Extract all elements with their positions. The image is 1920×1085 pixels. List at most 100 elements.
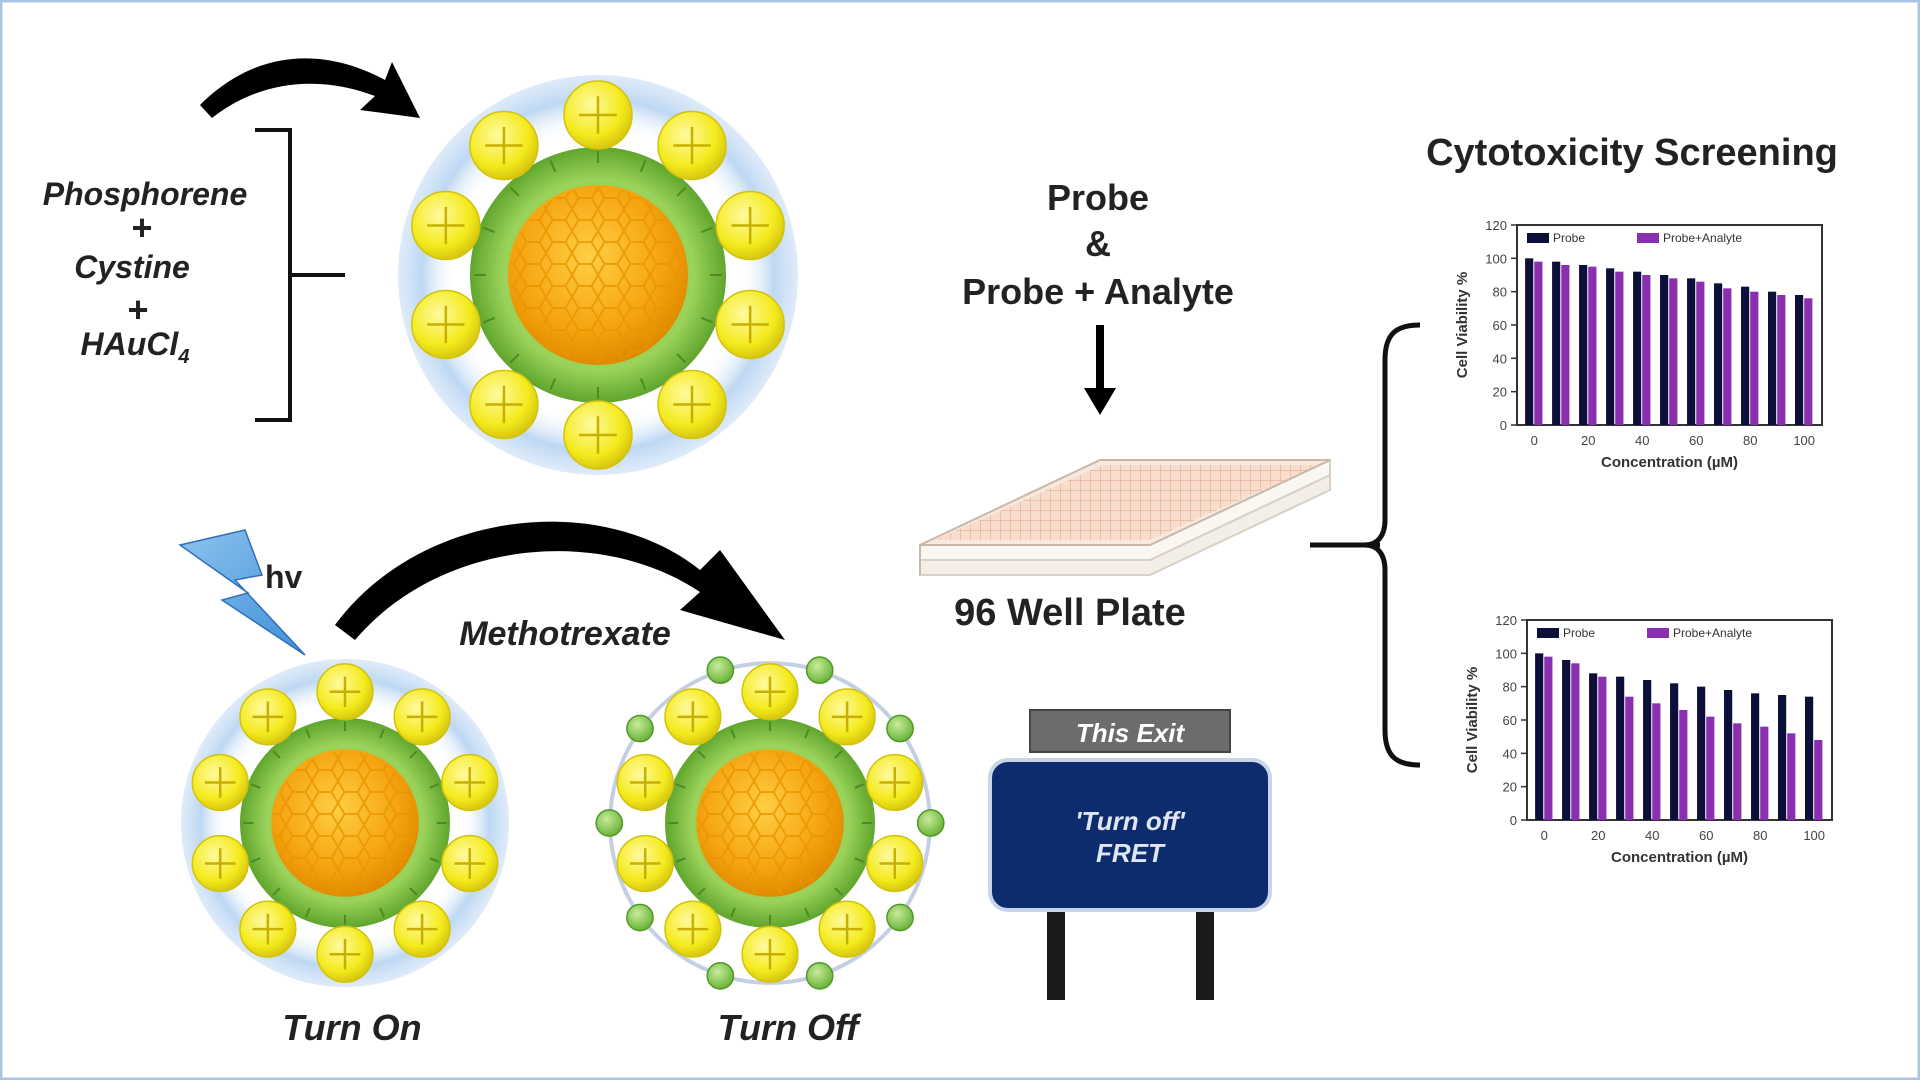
shell-tick xyxy=(804,728,810,739)
analyte-dot xyxy=(706,656,735,685)
shell-tick xyxy=(675,857,686,863)
bar-probe-analyte xyxy=(1598,676,1607,820)
plus-icon xyxy=(406,701,438,733)
shell-tick xyxy=(305,728,311,739)
x-axis-label: Concentration (µM) xyxy=(1601,454,1738,471)
bar-probe xyxy=(1741,286,1750,425)
bar-probe-analyte xyxy=(1760,726,1769,820)
bar-probe-analyte xyxy=(1679,710,1688,820)
bar-probe-analyte xyxy=(1696,281,1705,425)
core-hex-texture xyxy=(510,187,686,363)
plus-icon xyxy=(485,126,523,165)
analyte-dot xyxy=(805,961,834,990)
core-hex-texture xyxy=(697,750,843,896)
bar-probe-analyte xyxy=(1561,265,1570,425)
bar-probe-analyte xyxy=(1571,663,1580,820)
bar-probe-analyte xyxy=(1750,291,1759,425)
legend-swatch xyxy=(1537,628,1559,638)
plus-icon xyxy=(731,305,769,344)
shell-tick xyxy=(701,316,713,324)
nanoprobe-particle xyxy=(398,75,798,475)
bar-probe xyxy=(1670,683,1679,820)
plus-icon xyxy=(329,676,361,708)
bar-probe-analyte xyxy=(1733,723,1742,820)
plus-icon xyxy=(677,701,709,733)
bar-probe xyxy=(1589,673,1598,820)
analyte-dot xyxy=(805,656,834,685)
x-tick-label: 0 xyxy=(1531,433,1538,448)
exit-sign xyxy=(988,709,1272,1000)
bar-probe xyxy=(1778,695,1787,820)
shell-tick xyxy=(409,887,418,896)
bar-probe-analyte xyxy=(1804,298,1813,425)
x-tick-label: 60 xyxy=(1699,828,1713,843)
shell-tick xyxy=(854,857,865,863)
bar-probe xyxy=(1579,265,1588,425)
bar-probe-analyte xyxy=(1814,740,1823,820)
bar-probe-analyte xyxy=(1588,266,1597,425)
x-tick-label: 80 xyxy=(1753,828,1767,843)
sign-line-2: FRET xyxy=(1096,838,1166,868)
analyte-dot xyxy=(626,903,654,932)
y-tick-label: 0 xyxy=(1500,418,1507,433)
plus-icon xyxy=(454,767,486,798)
plus-icon xyxy=(454,848,486,879)
plus-icon xyxy=(406,913,438,945)
shell-tick xyxy=(676,186,687,197)
bar-probe-analyte xyxy=(1787,733,1796,820)
sign-line-1: 'Turn off' xyxy=(1075,806,1185,836)
plus-icon xyxy=(754,938,786,970)
bar-probe xyxy=(1562,660,1571,820)
shell-tick xyxy=(804,907,810,918)
legend-swatch xyxy=(1647,628,1669,638)
bar-probe xyxy=(1633,271,1642,425)
plus-icon xyxy=(879,848,911,879)
reactants-group: Phosphorene + Cystine + HAuCl4 xyxy=(43,176,247,368)
shell-tick xyxy=(305,907,311,918)
y-tick-label: 60 xyxy=(1493,318,1507,333)
shell-tick xyxy=(730,907,736,918)
shell-tick xyxy=(483,316,495,324)
bar-probe-analyte xyxy=(1669,278,1678,425)
plus-icon xyxy=(204,767,236,798)
shell-tick xyxy=(675,783,686,789)
reactant-cystine: Cystine xyxy=(74,249,190,285)
down-arrow-head xyxy=(1084,388,1116,415)
curved-arrow-methotrexate xyxy=(335,521,785,640)
x-tick-label: 0 xyxy=(1541,828,1548,843)
shell-tick xyxy=(676,353,687,364)
assay-group: Probe & Probe + Analyte xyxy=(962,177,1234,415)
bar-probe-analyte xyxy=(1615,271,1624,425)
shell-tick xyxy=(250,857,261,863)
shell-tick xyxy=(429,857,440,863)
x-tick-label: 100 xyxy=(1803,828,1825,843)
plus-icon xyxy=(427,305,465,344)
plus-icon xyxy=(204,848,236,879)
shell-tick xyxy=(834,887,843,896)
y-tick-label: 0 xyxy=(1510,813,1517,828)
plus-icon xyxy=(677,913,709,945)
y-axis-label: Cell Viability % xyxy=(1454,272,1471,378)
plus-sign: + xyxy=(127,289,148,330)
bar-probe xyxy=(1525,258,1534,425)
plus-sign: + xyxy=(131,207,152,248)
reactant-haucl4: HAuCl4 xyxy=(81,326,190,368)
shell-tick xyxy=(854,783,865,789)
y-tick-label: 80 xyxy=(1493,285,1507,300)
shell-tick xyxy=(429,783,440,789)
plus-icon xyxy=(629,767,661,798)
branch-bracket xyxy=(1310,322,1421,768)
bar-probe-analyte xyxy=(1652,703,1661,820)
curved-arrow-top xyxy=(200,58,420,118)
plus-icon xyxy=(252,913,284,945)
bar-probe xyxy=(1616,676,1625,820)
shell-tick xyxy=(549,160,557,172)
shell-tick xyxy=(379,907,385,918)
x-tick-label: 100 xyxy=(1793,433,1815,448)
well-plate xyxy=(919,458,1331,576)
x-tick-label: 20 xyxy=(1591,828,1605,843)
y-axis-label: Cell Viability % xyxy=(1464,667,1481,773)
y-tick-label: 40 xyxy=(1503,746,1517,761)
bar-probe-analyte xyxy=(1642,275,1651,425)
shell-tick xyxy=(697,750,706,759)
